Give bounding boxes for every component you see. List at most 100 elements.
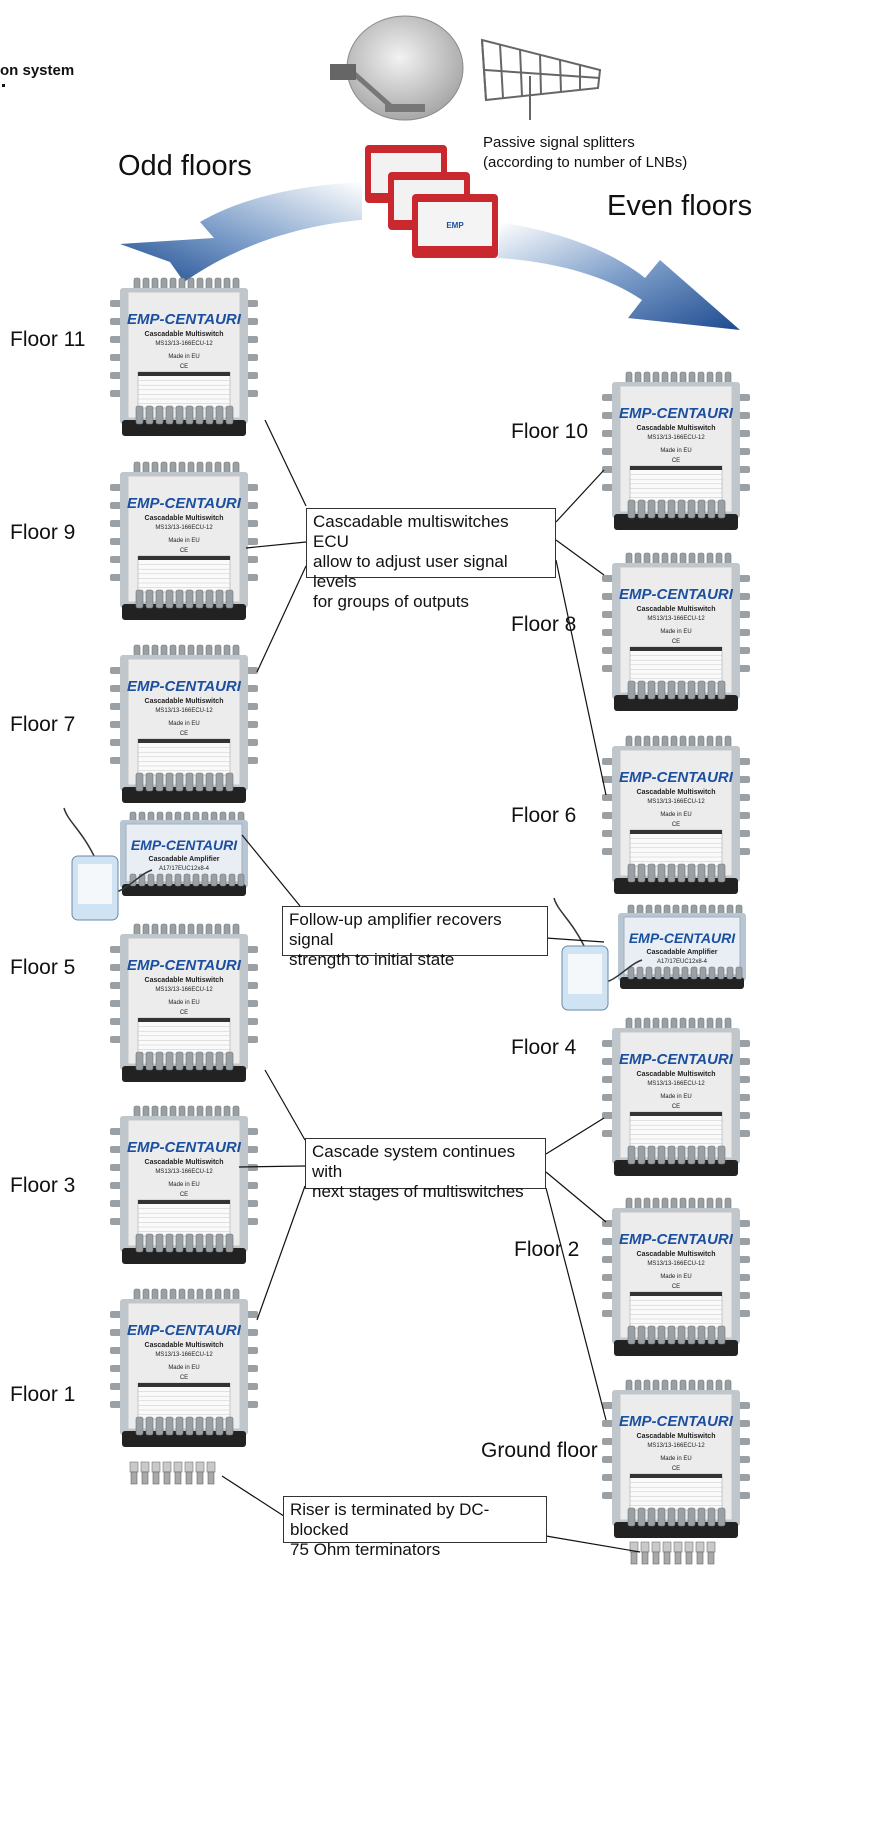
callout-ecu-line2: allow to adjust user signal levels [313,552,508,591]
made-in-label: Made in EU [660,1274,691,1280]
floor-label-3: Floor 3 [10,1174,76,1197]
brand-logo: EMP-CENTAURI [131,837,238,853]
device-model: MS13/13-166ECU-12 [155,708,213,714]
device-model: MS13/13-166ECU-12 [155,1352,213,1358]
amplifier-odd: EMP-CENTAURI Cascadable AmplifierA17/17EU… [120,811,248,896]
splitter-note-line1: Passive signal splitters [483,134,635,151]
device-title: Cascadable Amplifier [647,949,718,956]
brand-logo: EMP-CENTAURI [619,1051,734,1068]
multiswitch-floor-10: EMP-CENTAURI Cascadable MultiswitchMS13/1… [602,371,750,530]
odd-floors-heading: Odd floors [118,150,252,182]
brand-logo: EMP-CENTAURI [127,1139,242,1156]
device-title: Cascadable Multiswitch [637,425,716,432]
floor-label-11: Floor 11 [10,328,86,351]
brand-logo: EMP-CENTAURI [619,405,734,422]
splitter-note: Passive signal splitters (according to n… [483,133,687,173]
leader-lines [221,419,641,1553]
terminators-odd [129,1461,216,1485]
leader-line [245,541,307,549]
brand-logo: EMP-CENTAURI [629,930,736,946]
floor-label-10: Floor 10 [511,420,589,443]
callout-amp-line1: Follow-up amplifier recovers signal [289,910,502,949]
made-in-label: Made in EU [660,812,691,818]
leader-line [545,1187,607,1421]
even-floors-heading: Even floors [607,190,753,222]
device-title: Cascadable Multiswitch [637,789,716,796]
made-in-label: Made in EU [660,629,691,635]
brand-logo: EMP-CENTAURI [619,1413,734,1430]
device-model: A17/17EUC12x8-4 [159,866,210,872]
brand-logo: EMP-CENTAURI [127,311,242,328]
device-title: Cascadable Multiswitch [145,1342,224,1349]
floor-label-4: Floor 4 [511,1036,577,1059]
made-in-label: Made in EU [168,538,199,544]
ce-mark: CE [180,731,188,737]
brand-logo: EMP-CENTAURI [619,769,734,786]
made-in-label: Made in EU [168,1365,199,1371]
multiswitch-floor-3: EMP-CENTAURI Cascadable MultiswitchMS13/1… [110,1105,258,1264]
device-title: Cascadable Multiswitch [145,331,224,338]
device-title: Cascadable Multiswitch [145,1159,224,1166]
device-model: MS13/13-166ECU-12 [647,616,705,622]
arrow-to-even-floors [498,222,740,330]
ce-mark: CE [180,548,188,554]
callout-amplifier: Follow-up amplifier recovers signal stre… [282,906,548,969]
passive-splitters: EMP [365,145,498,258]
leader-line [545,1171,607,1223]
callout-riser-line2: 75 Ohm terminators [290,1540,441,1559]
floor-label-7: Floor 7 [10,713,76,736]
ce-mark: CE [672,639,680,645]
callout-cascade-line1: Cascade system continues with [312,1142,516,1181]
ce-mark: CE [672,1466,680,1472]
made-in-label: Made in EU [660,448,691,454]
floor-label-2: Floor 2 [514,1238,580,1261]
brand-logo: EMP-CENTAURI [619,1231,734,1248]
device-model: MS13/13-166ECU-12 [647,799,705,805]
ce-mark: CE [672,1104,680,1110]
device-model: MS13/13-166ECU-12 [647,1261,705,1267]
callout-riser: Riser is terminated by DC-blocked 75 Ohm… [283,1496,547,1559]
made-in-label: Made in EU [660,1456,691,1462]
device-model: MS13/13-166ECU-12 [647,435,705,441]
ce-mark: CE [180,364,188,370]
ce-mark: CE [672,1284,680,1290]
leader-line [545,1535,641,1553]
header-dot [2,84,5,87]
device-model: A17/17EUC12x8-4 [657,959,708,965]
leader-line [256,565,307,673]
floor-label-1: Floor 1 [10,1383,76,1406]
brand-logo: EMP-CENTAURI [127,957,242,974]
callout-ecu-line1: Cascadable multiswitches ECU [313,512,509,551]
device-title: Cascadable Multiswitch [145,698,224,705]
floor-label-5: Floor 5 [10,956,76,979]
multiswitch-floor-6: EMP-CENTAURI Cascadable MultiswitchMS13/1… [602,735,750,894]
device-model: MS13/13-166ECU-12 [155,987,213,993]
device-model: MS13/13-166ECU-12 [155,1169,213,1175]
leader-line [555,539,605,576]
device-title: Cascadable Amplifier [149,856,220,863]
leader-line [238,1165,306,1168]
callout-ecu: Cascadable multiswitches ECU allow to ad… [306,508,556,611]
leader-line [221,1475,291,1521]
brand-logo: EMP-CENTAURI [127,1322,242,1339]
terrestrial-antenna-icon [480,38,602,120]
splitter-note-line2: (according to number of LNBs) [483,154,688,171]
leader-line [555,469,605,523]
callout-amp-line2: strength to initial state [289,950,455,969]
floor-label-6: Floor 6 [511,804,577,827]
arrow-to-odd-floors [120,182,362,282]
ce-mark: CE [672,822,680,828]
floor-label-ground: Ground floor [481,1439,598,1462]
power-supply-odd-icon [63,807,153,921]
satellite-dish-icon [330,15,464,121]
made-in-label: Made in EU [168,1182,199,1188]
multiswitch-floor-1: EMP-CENTAURI Cascadable MultiswitchMS13/1… [110,1288,258,1447]
